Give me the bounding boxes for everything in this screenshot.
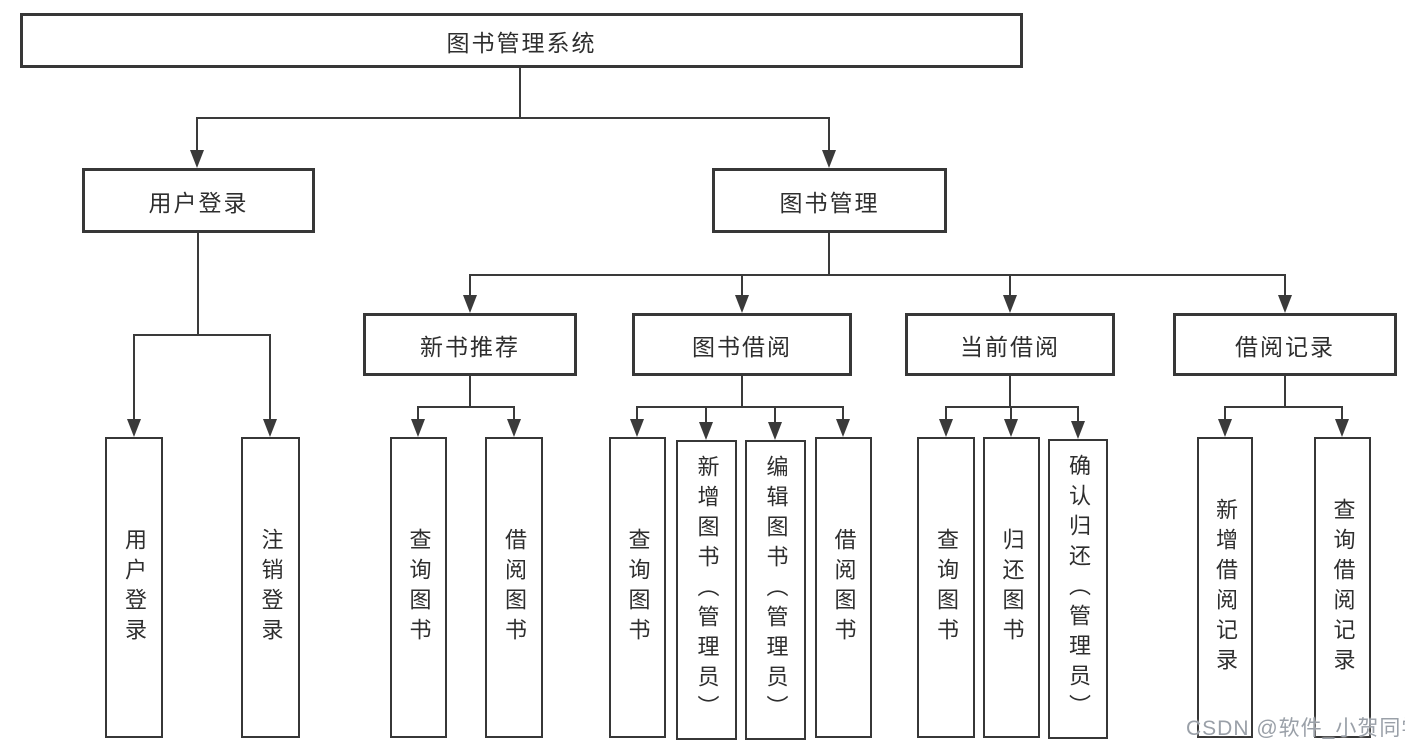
node-borrow-books-recommend: 借阅图书 bbox=[485, 437, 543, 738]
connector-line bbox=[842, 407, 844, 423]
connector-line bbox=[1009, 275, 1011, 299]
arrow-down-icon bbox=[836, 419, 850, 437]
connector-line bbox=[1077, 407, 1079, 425]
connector-line bbox=[636, 407, 638, 423]
arrow-down-icon bbox=[822, 150, 836, 168]
arrow-down-icon bbox=[735, 295, 749, 313]
connector-line bbox=[197, 233, 199, 336]
node-query-books-current: 查询图书 bbox=[917, 437, 975, 738]
connector-line bbox=[269, 335, 271, 423]
connector-line bbox=[196, 117, 830, 119]
arrow-down-icon bbox=[768, 422, 782, 440]
arrow-down-icon bbox=[507, 419, 521, 437]
arrow-down-icon bbox=[939, 419, 953, 437]
node-confirm-return-admin: 确认归还（管理员） bbox=[1048, 439, 1108, 739]
arrow-down-icon bbox=[127, 419, 141, 437]
arrow-down-icon bbox=[1071, 421, 1085, 439]
node-return-books: 归还图书 bbox=[983, 437, 1040, 738]
arrow-down-icon bbox=[1278, 295, 1292, 313]
arrow-down-icon bbox=[630, 419, 644, 437]
connector-line bbox=[469, 274, 1286, 276]
watermark: CSDN @软件_小贺同学 bbox=[1186, 717, 1405, 740]
connector-line bbox=[1224, 406, 1343, 408]
node-new-book-recommend: 新书推荐 bbox=[363, 313, 577, 376]
arrow-down-icon bbox=[699, 422, 713, 440]
connector-line bbox=[1341, 407, 1343, 423]
connector-line bbox=[196, 118, 198, 154]
connector-line bbox=[945, 406, 1079, 408]
connector-line bbox=[741, 275, 743, 299]
connector-line bbox=[945, 407, 947, 423]
node-book-borrow: 图书借阅 bbox=[632, 313, 852, 376]
node-borrow-books-action: 借阅图书 bbox=[815, 437, 872, 738]
arrow-down-icon bbox=[463, 295, 477, 313]
node-add-borrow-record: 新增借阅记录 bbox=[1197, 437, 1253, 738]
connector-line bbox=[636, 406, 844, 408]
arrow-down-icon bbox=[411, 419, 425, 437]
connector-line bbox=[741, 375, 743, 408]
connector-line bbox=[133, 335, 135, 423]
connector-line bbox=[469, 275, 471, 299]
node-user-login: 用户登录 bbox=[82, 168, 315, 233]
connector-line bbox=[705, 407, 707, 426]
node-query-books-recommend: 查询图书 bbox=[390, 437, 447, 738]
node-edit-book-admin: 编辑图书（管理员） bbox=[745, 440, 806, 740]
connector-line bbox=[774, 407, 776, 426]
connector-line bbox=[417, 406, 515, 408]
connector-line bbox=[417, 407, 419, 423]
node-add-book-admin: 新增图书（管理员） bbox=[676, 440, 737, 740]
connector-line bbox=[1224, 407, 1226, 423]
connector-line bbox=[519, 68, 521, 119]
connector-line bbox=[828, 233, 830, 276]
connector-line bbox=[469, 376, 471, 408]
arrow-down-icon bbox=[1335, 419, 1349, 437]
connector-line bbox=[1284, 275, 1286, 299]
node-library-system: 图书管理系统 bbox=[20, 13, 1023, 68]
node-current-borrow: 当前借阅 bbox=[905, 313, 1115, 376]
connector-line bbox=[828, 118, 830, 154]
node-logout-action: 注销登录 bbox=[241, 437, 300, 738]
arrow-down-icon bbox=[1004, 419, 1018, 437]
node-borrow-records: 借阅记录 bbox=[1173, 313, 1397, 376]
arrow-down-icon bbox=[190, 150, 204, 168]
connector-line bbox=[1009, 375, 1011, 408]
node-query-books-borrow: 查询图书 bbox=[609, 437, 666, 738]
arrow-down-icon bbox=[1003, 295, 1017, 313]
connector-line bbox=[513, 407, 515, 423]
arrow-down-icon bbox=[1218, 419, 1232, 437]
node-query-borrow-record: 查询借阅记录 bbox=[1314, 437, 1371, 738]
node-book-management: 图书管理 bbox=[712, 168, 947, 233]
arrow-down-icon bbox=[263, 419, 277, 437]
connector-line bbox=[1010, 407, 1012, 423]
node-user-login-action: 用户登录 bbox=[105, 437, 163, 738]
connector-line bbox=[1284, 375, 1286, 408]
connector-line bbox=[133, 334, 271, 336]
